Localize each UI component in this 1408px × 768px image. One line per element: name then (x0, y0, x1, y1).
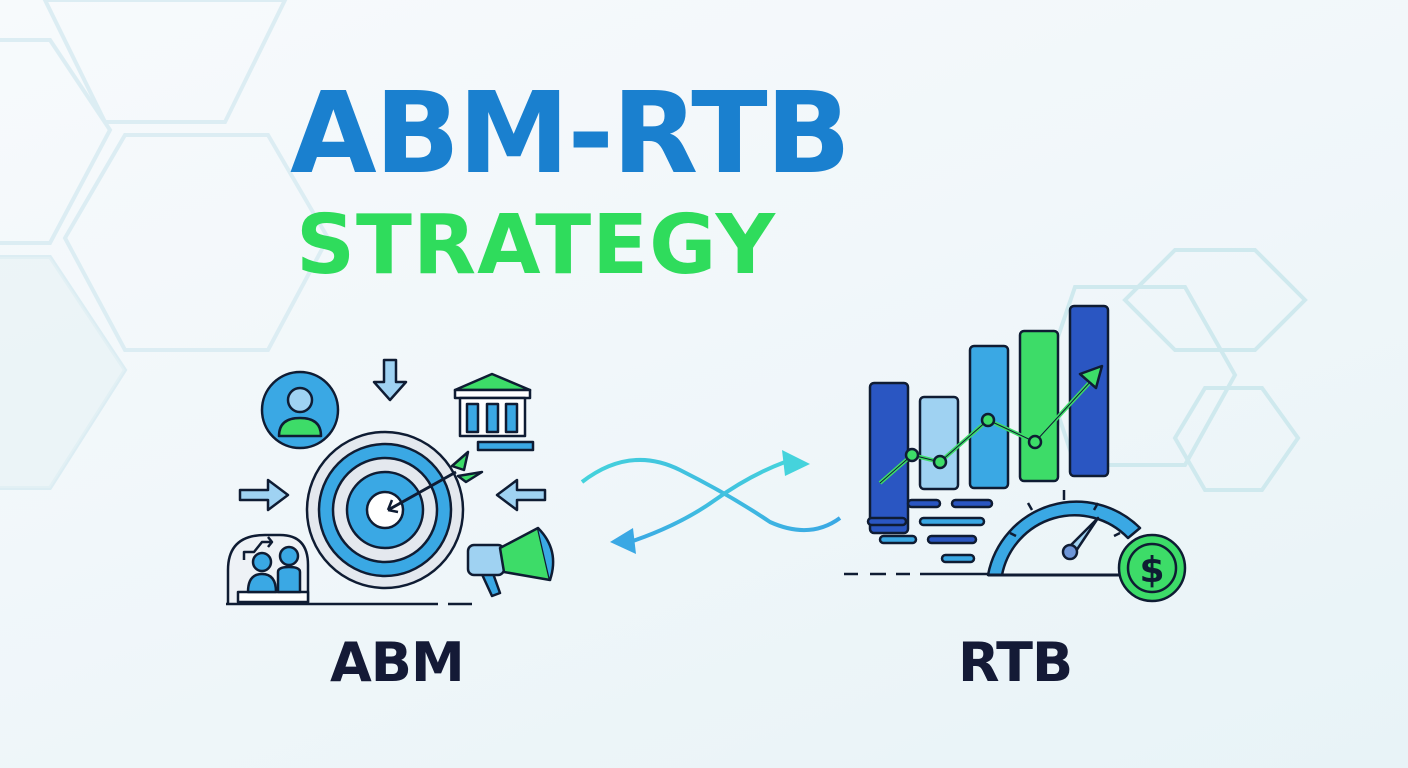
megaphone-icon (466, 526, 555, 598)
rtb-illustration: $ (844, 304, 1187, 603)
bank-icon (453, 372, 535, 452)
user-icon (260, 370, 340, 450)
arrow-icon (386, 450, 484, 514)
dollar-coin-icon: $ (1117, 533, 1187, 603)
svg-text:$: $ (1139, 550, 1164, 591)
right-arrow-icon (238, 478, 290, 512)
left-arrow-icon (495, 478, 547, 512)
page-subtitle: STRATEGY (296, 198, 777, 293)
target-icon (305, 430, 465, 590)
team-meeting-icon (226, 533, 310, 605)
trend-line-icon (878, 364, 1104, 485)
speed-lines (866, 498, 994, 564)
speedometer-icon (986, 490, 1142, 577)
abm-illustration (226, 358, 555, 606)
exchange-arrows-icon (580, 450, 842, 554)
down-arrow-icon (372, 358, 408, 402)
page-title: ABM-RTB (290, 69, 851, 199)
abm-label: ABM (330, 631, 465, 694)
rtb-label: RTB (958, 631, 1073, 694)
